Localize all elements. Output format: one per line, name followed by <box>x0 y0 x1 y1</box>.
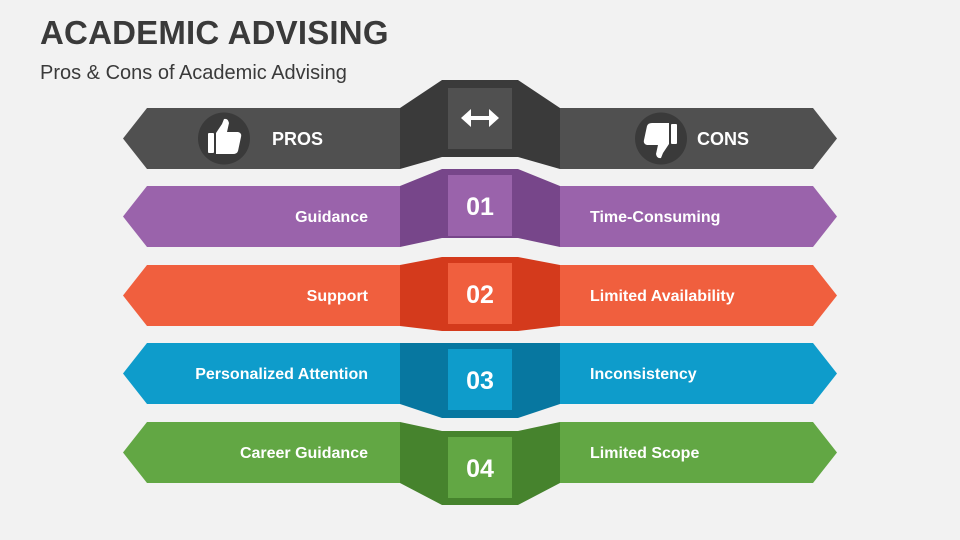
pro-text: Personalized Attention <box>195 366 368 383</box>
cons-icon-circle <box>635 112 687 165</box>
pros-label: PROS <box>272 129 323 149</box>
row-number: 01 <box>466 193 494 221</box>
con-text: Limited Scope <box>590 445 699 462</box>
con-text: Inconsistency <box>590 366 697 383</box>
row-01: 01 Guidance Time-Consuming <box>123 169 837 247</box>
number-box-01 <box>448 175 512 236</box>
row-number: 02 <box>466 281 494 309</box>
header-right-banner <box>560 108 837 169</box>
con-banner-01 <box>560 186 837 247</box>
pro-text: Guidance <box>295 209 368 226</box>
pro-banner-02 <box>123 265 400 326</box>
pro-banner-01 <box>123 186 400 247</box>
number-box-03 <box>448 349 512 410</box>
pro-banner-03 <box>123 343 400 404</box>
thumbs-down-icon <box>643 123 677 159</box>
page-title: ACADEMIC ADVISING <box>40 14 389 51</box>
row-number: 03 <box>466 367 494 395</box>
pro-text: Support <box>307 288 369 305</box>
number-box-02 <box>448 263 512 324</box>
cons-label: CONS <box>697 129 749 149</box>
row-03: 03 Personalized Attention Inconsistency <box>123 343 837 418</box>
thumbs-up-icon <box>208 118 242 154</box>
page-subtitle: Pros & Cons of Academic Advising <box>40 62 347 84</box>
row-number: 04 <box>466 455 494 483</box>
header-left-banner <box>123 108 400 169</box>
con-text: Time-Consuming <box>590 209 720 226</box>
header-band: PROS CONS <box>123 80 837 169</box>
double-arrow-icon <box>461 109 499 127</box>
number-box-04 <box>448 437 512 498</box>
pros-icon-circle <box>198 112 250 165</box>
row-04: 04 Career Guidance Limited Scope <box>123 422 837 505</box>
pro-banner-04 <box>123 422 400 483</box>
con-banner-02 <box>560 265 837 326</box>
con-banner-03 <box>560 343 837 404</box>
row-02: 02 Support Limited Availability <box>123 257 837 331</box>
con-text: Limited Availability <box>590 288 735 305</box>
con-banner-04 <box>560 422 837 483</box>
pro-text: Career Guidance <box>240 445 368 462</box>
